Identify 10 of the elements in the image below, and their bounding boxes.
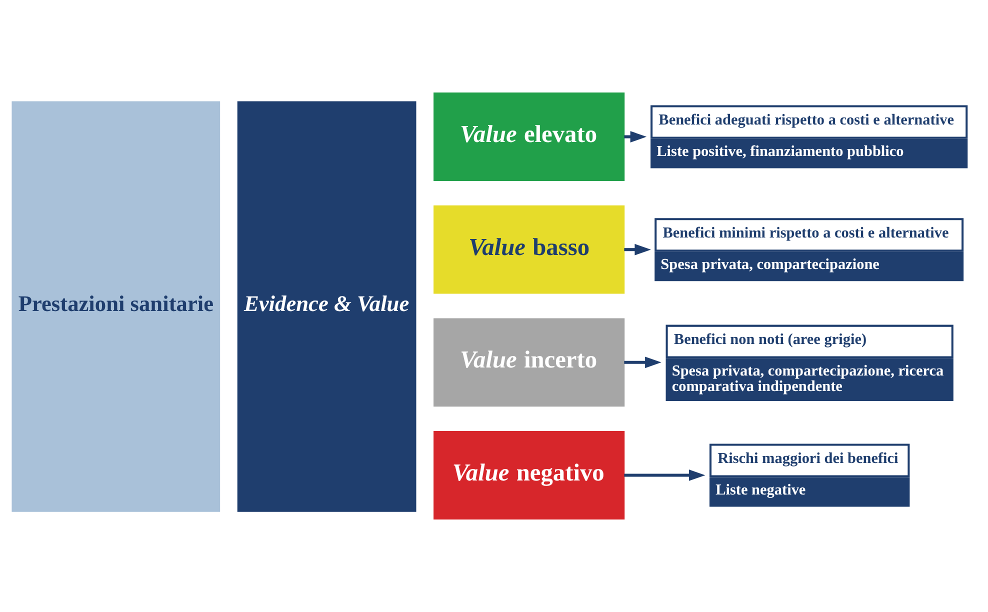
arrow (624, 244, 651, 256)
arrow (624, 470, 706, 481)
node-box: Value negativo (434, 431, 625, 520)
node-box: Value incerto (434, 318, 625, 407)
node-box: Value basso (434, 205, 625, 294)
node-box: Value elevato (434, 92, 625, 181)
arrow (624, 356, 662, 368)
arrow (624, 131, 647, 142)
node-box: Evidence & Value (237, 101, 416, 512)
node-box: Prestazioni sanitarie (12, 101, 220, 512)
